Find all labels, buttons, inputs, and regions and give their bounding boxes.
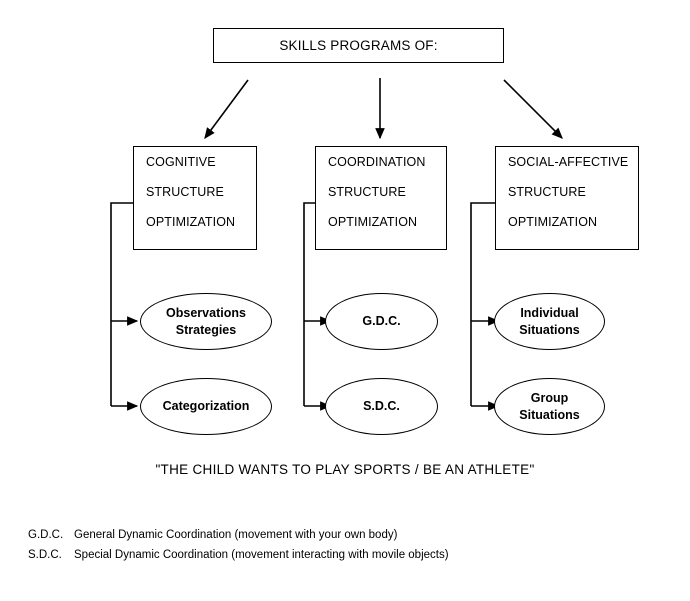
legend-item-gdc-abbr: G.D.C. xyxy=(28,529,64,541)
structure-box-social-affective: SOCIAL-AFFECTIVE STRUCTURE OPTIMIZATION xyxy=(495,146,639,250)
bracket-social-affective xyxy=(470,202,495,321)
outcome-individual-situations-line-2: Situations xyxy=(519,322,580,337)
outcome-sdc-line-1: S.D.C. xyxy=(363,399,400,413)
structure-box-cognitive: COGNITIVE STRUCTURE OPTIMIZATION xyxy=(133,146,257,250)
structure-box-social-affective-line-2: STRUCTURE xyxy=(508,185,586,199)
structure-box-coordination-line-1: COORDINATION xyxy=(328,155,426,169)
legend-item-gdc-description: General Dynamic Coordination (movement w… xyxy=(74,529,398,541)
outcome-categorization-line-1: Categorization xyxy=(162,399,250,413)
structure-box-coordination-line-3: OPTIMIZATION xyxy=(328,215,418,229)
legend-item-sdc-description: Special Dynamic Coordination (movement i… xyxy=(74,549,449,561)
bracket-coordination xyxy=(303,202,315,321)
diagram-caption: "THE CHILD WANTS TO PLAY SPORTS / BE AN … xyxy=(155,462,535,477)
structure-box-coordination-line-2: STRUCTURE xyxy=(328,185,406,199)
legend-item-gdc: G.D.C. General Dynamic Coordination (mov… xyxy=(28,525,668,545)
structure-box-cognitive-line-1: COGNITIVE xyxy=(146,155,216,169)
arrow-root-to-cognitive xyxy=(204,79,249,140)
structure-box-cognitive-line-2: STRUCTURE xyxy=(146,185,224,199)
outcome-group-situations: Group Situations xyxy=(494,378,605,435)
outcome-group-situations-line-1: Group xyxy=(530,390,569,405)
outcome-observations-strategies: Observations Strategies xyxy=(140,293,272,350)
structure-box-social-affective-line-1: SOCIAL-AFFECTIVE xyxy=(508,155,629,169)
legend-item-sdc-abbr: S.D.C. xyxy=(28,549,62,561)
arrow-root-to-social-affective xyxy=(503,79,563,139)
outcome-categorization: Categorization xyxy=(140,378,272,435)
structure-box-cognitive-line-3: OPTIMIZATION xyxy=(146,215,236,229)
outcome-group-situations-line-2: Situations xyxy=(519,407,580,422)
structure-box-social-affective-line-3: OPTIMIZATION xyxy=(508,215,598,229)
outcome-individual-situations-line-1: Individual xyxy=(520,305,579,320)
bracket-cognitive xyxy=(110,202,133,321)
legend-item-sdc: S.D.C. Special Dynamic Coordination (mov… xyxy=(28,545,668,565)
legend: G.D.C. General Dynamic Coordination (mov… xyxy=(28,525,668,565)
outcome-individual-situations: Individual Situations xyxy=(494,293,605,350)
outcome-gdc-line-1: G.D.C. xyxy=(362,314,401,328)
structure-box-coordination: COORDINATION STRUCTURE OPTIMIZATION xyxy=(315,146,447,250)
root-node-label: SKILLS PROGRAMS OF: xyxy=(279,38,438,53)
outcome-observations-strategies-line-1: Observations xyxy=(166,305,246,320)
outcome-gdc: G.D.C. xyxy=(325,293,438,350)
root-node-skills-programs: SKILLS PROGRAMS OF: xyxy=(213,28,504,63)
outcome-sdc: S.D.C. xyxy=(325,378,438,435)
outcome-observations-strategies-line-2: Strategies xyxy=(175,322,237,337)
